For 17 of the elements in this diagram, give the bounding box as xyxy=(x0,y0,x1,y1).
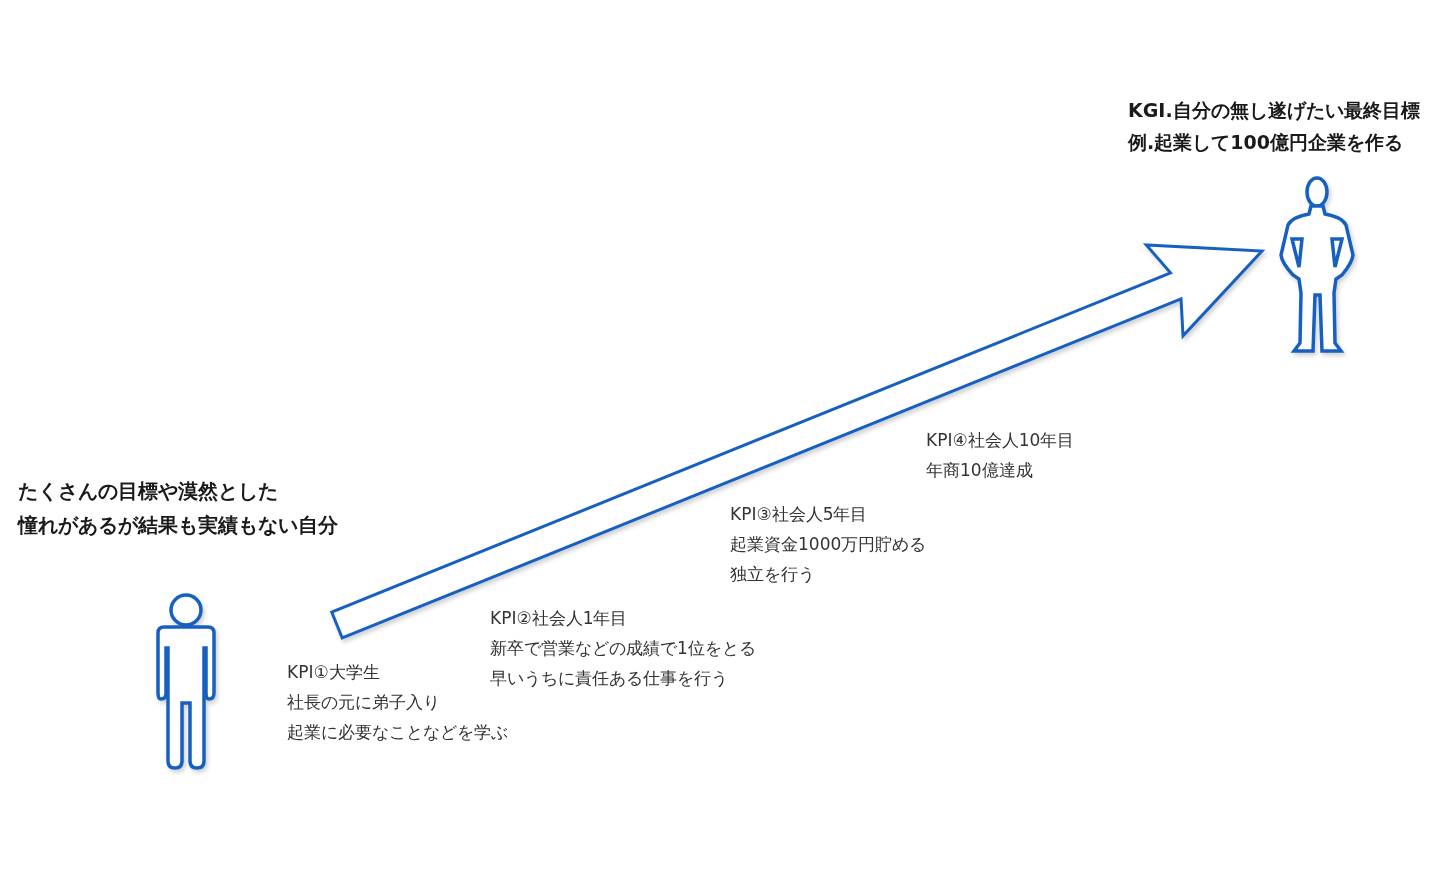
kpi-note: 年商10億達成 xyxy=(926,459,1033,481)
caption-text: KGI.自分の無し遂げたい最終目標 xyxy=(1128,98,1420,123)
kpi-note: 独立を行う xyxy=(730,563,815,585)
kpi-note: 起業資金1000万円貯める xyxy=(730,533,927,555)
caption-text: 例.起業して100億円企業を作る xyxy=(1128,130,1403,155)
kpi-note: 新卒で営業などの成績で1位をとる xyxy=(490,637,756,659)
kpi-heading: KPI①大学生 xyxy=(287,661,380,683)
kpi-note: 起業に必要なことなどを学ぶ xyxy=(287,721,508,743)
person-figure xyxy=(1280,175,1355,352)
kpi-heading: KPI②社会人1年目 xyxy=(490,607,628,629)
caption-text: たくさんの目標や漠然とした xyxy=(18,478,278,505)
kpi-heading: KPI④社会人10年目 xyxy=(926,429,1075,451)
kpi-note: 社長の元に弟子入り xyxy=(287,691,440,713)
kpi-heading: KPI③社会人5年目 xyxy=(730,503,868,525)
block-arrow xyxy=(329,243,1266,640)
kpi-note: 早いうちに責任ある仕事を行う xyxy=(490,667,728,689)
caption-text: 憧れがあるが結果も実績もない自分 xyxy=(18,512,338,539)
